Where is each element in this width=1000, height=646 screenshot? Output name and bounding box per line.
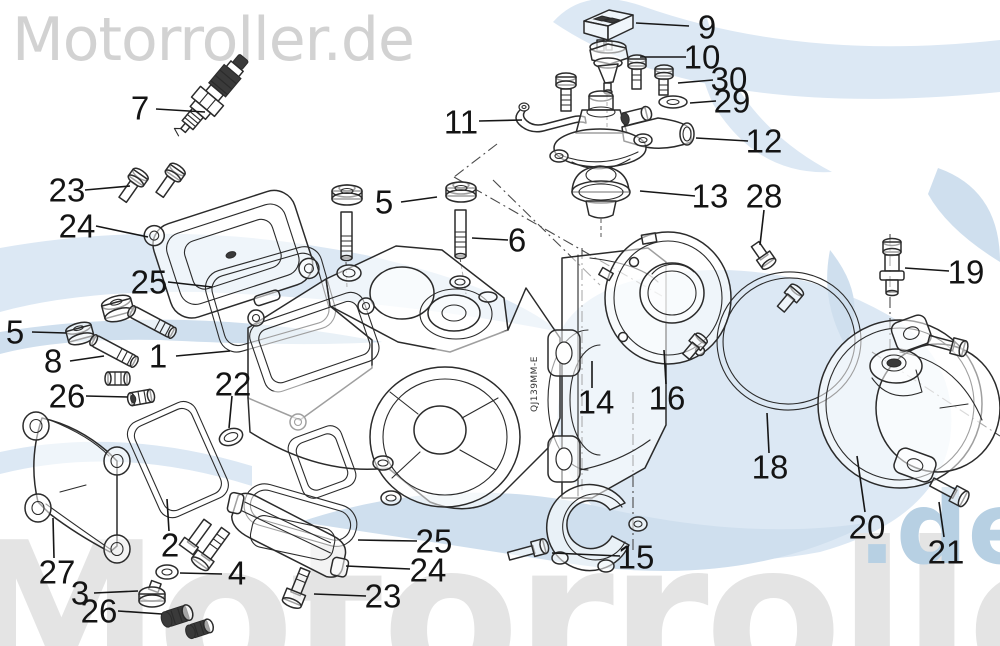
- callout-26-upper: 26: [48, 377, 86, 415]
- part-27-bracket: [22, 411, 131, 564]
- callout-29: 29: [713, 82, 751, 120]
- part-20-cover: [817, 314, 1000, 508]
- part-5-cap-nuts-left: [65, 294, 135, 346]
- callout-25-bottom: 25: [415, 522, 453, 560]
- part-21-bolt: [929, 477, 970, 508]
- callout-16: 16: [648, 379, 686, 417]
- leader-lines: [31, 22, 950, 615]
- part-13-thermostat: [571, 165, 631, 219]
- callout-2: 2: [160, 526, 180, 564]
- callout-1: 1: [148, 337, 168, 375]
- part-6-studs: [340, 209, 467, 262]
- part-23-bolts-top: [118, 162, 186, 204]
- callout-23-top: 23: [48, 171, 86, 209]
- part-22-o-ring: [218, 427, 244, 447]
- callout-21: 21: [927, 533, 965, 571]
- plate-bolts: [681, 283, 805, 361]
- part-1-cylinder-head: [247, 245, 561, 510]
- callout-6: 6: [507, 221, 527, 259]
- callout-22: 22: [214, 365, 252, 403]
- cylinder-part-marking: QJ139MM-E: [530, 356, 540, 412]
- callout-3: 3: [70, 574, 90, 612]
- callout-25-top: 25: [130, 263, 168, 301]
- part-5-flange-nuts: [331, 181, 477, 206]
- part-10-temp-sensor: [589, 40, 629, 95]
- part-28-bolt: [750, 240, 777, 270]
- callout-24-bottom: 24: [409, 551, 447, 589]
- watermark-header: Motorroller.de: [12, 5, 414, 75]
- part-19-hose-fitting: [879, 237, 905, 297]
- callout-30: 30: [710, 60, 748, 98]
- part-23-bolt-lower: [281, 566, 311, 610]
- part-16-retainer-plate: [598, 231, 732, 365]
- callout-14: 14: [577, 383, 615, 421]
- part-29-washer: [658, 95, 688, 109]
- callout-4: 4: [227, 554, 247, 592]
- part-7-spark-plug: [173, 54, 249, 137]
- callout-7: 7: [130, 89, 150, 127]
- part-15-half-moon-plate: [506, 483, 648, 573]
- callout-15: 15: [617, 538, 655, 576]
- part-3-plug: [138, 579, 166, 608]
- callout-20: 20: [848, 508, 886, 546]
- part-11-wire-clip: [515, 102, 587, 133]
- part-26-nut-upper: [104, 371, 156, 407]
- callout-9: 9: [697, 8, 717, 46]
- callout-27: 27: [38, 553, 76, 591]
- callout-18: 18: [751, 448, 789, 486]
- callout-10: 10: [683, 38, 721, 76]
- part-26-nuts-lower: [160, 604, 215, 640]
- callout-28: 28: [745, 177, 783, 215]
- callout-5-center: 5: [374, 183, 394, 221]
- part-2-head-gasket: [126, 400, 229, 519]
- callout-19: 19: [947, 253, 985, 291]
- part-30-bolts: [555, 54, 674, 112]
- part-4-washer: [155, 564, 179, 580]
- watermark-de-suffix: .de: [858, 470, 1000, 587]
- callout-26-lower: 26: [80, 592, 118, 630]
- callout-23-bottom: 23: [364, 577, 402, 615]
- callout-13: 13: [691, 177, 729, 215]
- callout-11: 11: [443, 103, 479, 141]
- part-24-cover-lower: [178, 491, 350, 578]
- callout-8: 8: [43, 342, 63, 380]
- part-24-valve-cover: [143, 189, 320, 319]
- callout-24-top: 24: [58, 207, 96, 245]
- callout-12: 12: [745, 122, 783, 160]
- callout-5-left: 5: [5, 313, 25, 351]
- part-8-studs-left: [89, 304, 177, 369]
